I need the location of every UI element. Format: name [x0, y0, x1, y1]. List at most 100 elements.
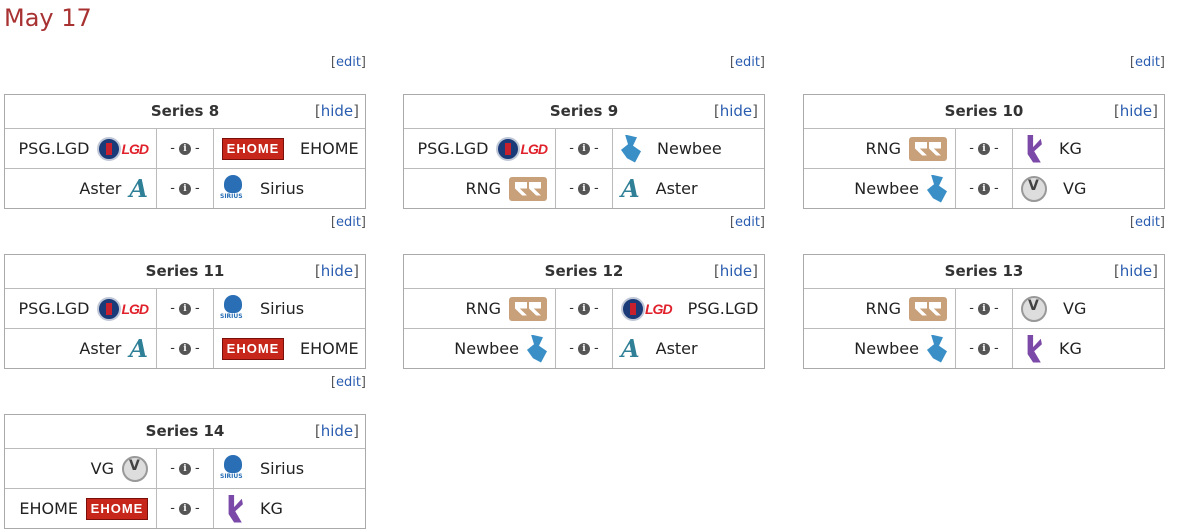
team-left[interactable]: PSG.LGD LGD	[404, 129, 556, 168]
info-icon[interactable]: i	[578, 342, 590, 355]
hide-link[interactable]: hide	[1119, 262, 1153, 280]
team-right[interactable]: Sirius	[213, 449, 365, 488]
ehome-logo-icon: EHOME	[222, 337, 284, 360]
series-header: Series 9 [hide]	[404, 95, 764, 129]
team-name: Aster	[655, 179, 698, 198]
edit-link[interactable]: edit	[335, 55, 361, 70]
hide-link[interactable]: hide	[320, 422, 354, 440]
team-left[interactable]: Newbee	[804, 169, 956, 208]
team-left[interactable]: VG	[5, 449, 157, 488]
hide-link[interactable]: hide	[719, 102, 753, 120]
team-left[interactable]: RNG	[404, 289, 556, 328]
series-header: Series 8 [hide]	[5, 95, 365, 129]
edit-link-series-12: [edit]	[729, 215, 765, 230]
team-name: RNG	[865, 139, 901, 158]
match-row: VG - i - Sirius	[5, 449, 365, 488]
hide-toggle: [hide]	[1113, 102, 1158, 120]
team-name: RNG	[465, 179, 501, 198]
team-left[interactable]: Aster A	[5, 169, 157, 208]
team-right[interactable]: KG	[1012, 329, 1164, 368]
info-icon[interactable]: i	[179, 182, 191, 195]
vg-logo-icon	[1021, 175, 1047, 202]
series-table: Series 14 [hide] VG - i - Sirius EHOME E…	[4, 414, 366, 529]
team-right[interactable]: VG	[1012, 169, 1164, 208]
hide-link[interactable]: hide	[320, 262, 354, 280]
series-table: Series 8 [hide] PSG.LGD LGD - i - EHOME …	[4, 94, 366, 209]
team-right[interactable]: A Aster	[612, 169, 764, 208]
team-right[interactable]: Newbee	[612, 129, 764, 168]
score-separator: -	[994, 341, 999, 356]
team-left[interactable]: Newbee	[404, 329, 556, 368]
hide-link[interactable]: hide	[320, 102, 354, 120]
series-table: Series 10 [hide] RNG - i - KG Newbee -	[803, 94, 1165, 209]
kg-logo-icon	[1021, 134, 1043, 163]
team-left[interactable]: Aster A	[5, 329, 157, 368]
team-left[interactable]: EHOME EHOME	[5, 489, 157, 528]
score-separator: -	[569, 181, 574, 196]
series-table: Series 13 [hide] RNG - i - VG Newbee -	[803, 254, 1165, 369]
team-name: Newbee	[657, 139, 722, 158]
team-left[interactable]: RNG	[404, 169, 556, 208]
team-right[interactable]: EHOME EHOME	[213, 329, 365, 368]
team-right[interactable]: A Aster	[612, 329, 764, 368]
hide-toggle: [hide]	[1113, 262, 1158, 280]
team-left[interactable]: PSG.LGD LGD	[5, 289, 157, 328]
team-right[interactable]: VG	[1012, 289, 1164, 328]
team-name: PSG.LGD	[687, 299, 759, 318]
team-right[interactable]: EHOME EHOME	[213, 129, 365, 168]
edit-link[interactable]: edit	[1134, 55, 1160, 70]
info-icon[interactable]: i	[179, 342, 191, 355]
team-name: Newbee	[454, 339, 519, 358]
team-right[interactable]: KG	[1012, 129, 1164, 168]
info-icon[interactable]: i	[578, 302, 590, 315]
info-icon[interactable]: i	[578, 142, 590, 155]
edit-link[interactable]: edit	[335, 375, 361, 390]
edit-link[interactable]: edit	[335, 215, 361, 230]
edit-link[interactable]: edit	[734, 55, 760, 70]
newbee-logo-icon	[621, 134, 641, 163]
team-right[interactable]: Sirius	[213, 289, 365, 328]
match-row: PSG.LGD LGD - i - EHOME EHOME	[5, 129, 365, 168]
match-score: - i -	[956, 301, 1012, 316]
match-score: - i -	[157, 501, 213, 516]
team-name: Sirius	[260, 459, 305, 478]
team-left[interactable]: RNG	[804, 129, 956, 168]
match-score: - i -	[556, 301, 612, 316]
team-name: KG	[1059, 139, 1082, 158]
score-separator: -	[195, 341, 200, 356]
team-right[interactable]: Sirius	[213, 169, 365, 208]
team-name: Newbee	[854, 179, 919, 198]
kg-logo-icon	[1021, 334, 1043, 363]
info-icon[interactable]: i	[978, 142, 990, 155]
hide-link[interactable]: hide	[1119, 102, 1153, 120]
team-name: EHOME	[300, 339, 359, 358]
info-icon[interactable]: i	[179, 142, 191, 155]
series-header: Series 10 [hide]	[804, 95, 1164, 129]
psg-lgd-logo-icon: LGD	[621, 296, 673, 321]
series-header: Series 13 [hide]	[804, 255, 1164, 289]
score-separator: -	[969, 301, 974, 316]
hide-link[interactable]: hide	[719, 262, 753, 280]
team-right[interactable]: KG	[213, 489, 365, 528]
team-name: VG	[90, 459, 114, 478]
info-icon[interactable]: i	[978, 182, 990, 195]
info-icon[interactable]: i	[179, 302, 191, 315]
edit-link[interactable]: edit	[1134, 215, 1160, 230]
info-icon[interactable]: i	[978, 302, 990, 315]
team-left[interactable]: PSG.LGD LGD	[5, 129, 157, 168]
score-separator: -	[195, 141, 200, 156]
edit-link-series-14: [edit]	[330, 375, 366, 390]
info-icon[interactable]: i	[578, 182, 590, 195]
team-left[interactable]: Newbee	[804, 329, 956, 368]
team-right[interactable]: LGD PSG.LGD	[612, 289, 764, 328]
team-name: RNG	[865, 299, 901, 318]
team-name: Sirius	[260, 299, 305, 318]
info-icon[interactable]: i	[978, 342, 990, 355]
rng-logo-icon	[509, 176, 547, 201]
match-row: Aster A - i - EHOME EHOME	[5, 328, 365, 368]
info-icon[interactable]: i	[179, 462, 191, 475]
match-score: - i -	[956, 181, 1012, 196]
info-icon[interactable]: i	[179, 502, 191, 515]
team-left[interactable]: RNG	[804, 289, 956, 328]
edit-link[interactable]: edit	[734, 215, 760, 230]
